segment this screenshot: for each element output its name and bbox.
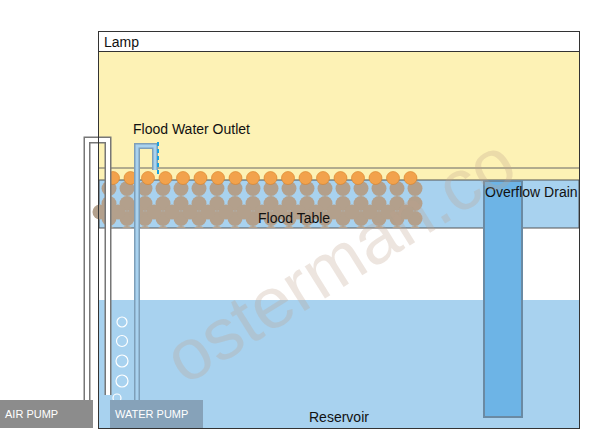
overflow-drain: Overflow Drain	[484, 181, 522, 417]
node-label: WATER PUMP	[115, 406, 188, 422]
node-label: AIR PUMP	[5, 406, 58, 422]
node-label: Reservoir	[309, 409, 369, 425]
outlet-label: Flood Water Outlet	[133, 121, 250, 137]
flood-table-band: Flood Table	[99, 180, 489, 228]
watermark: osterman.co	[150, 120, 529, 399]
reservoir-tank: Reservoir	[99, 300, 579, 428]
node-label: Flood Table	[258, 210, 330, 226]
node-label: Overflow Drain	[485, 184, 578, 200]
node-label: Lamp	[104, 34, 139, 50]
lamp-box: Lamp	[99, 32, 579, 51]
air-pump-box: AIR PUMP	[0, 400, 93, 428]
water-pump-box: WATER PUMP	[110, 400, 203, 428]
